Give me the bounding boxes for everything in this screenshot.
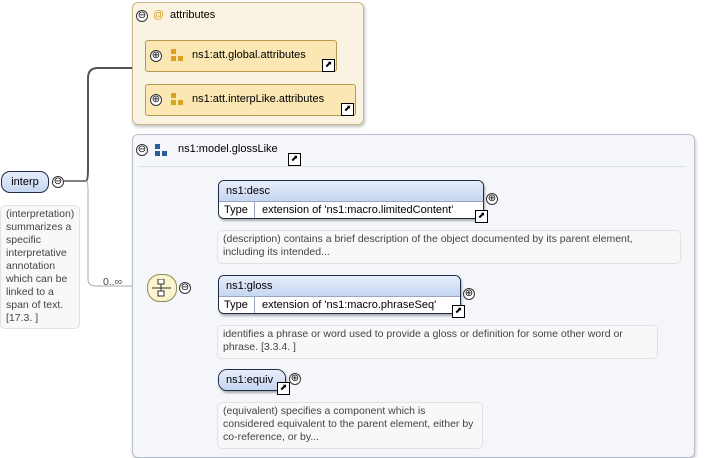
collapse-icon[interactable]: ⊖	[136, 10, 148, 22]
type-key: Type	[219, 202, 255, 218]
link-icon[interactable]: ⬈	[452, 305, 465, 318]
element-equiv[interactable]: ns1:equiv	[218, 369, 286, 391]
collapse-icon[interactable]: ⊖	[136, 144, 148, 156]
attribute-group-icon	[171, 93, 183, 105]
element-description: (description) contains a brief descripti…	[217, 230, 681, 264]
attribute-group-icon	[171, 49, 183, 61]
element-name: ns1:gloss	[219, 276, 460, 296]
root-element-interp[interactable]: interp	[1, 171, 49, 193]
sequence-icon	[152, 279, 171, 297]
model-group-divider	[138, 166, 686, 167]
attributes-group-label: attributes	[170, 9, 216, 21]
type-value: extension of 'ns1:macro.phraseSeq'	[262, 299, 437, 311]
link-icon[interactable]: ⬈	[475, 210, 488, 223]
attribute-group-ref[interactable]: ⊕ ns1:att.interpLike.attributes ⬈	[145, 84, 356, 116]
attribute-group-label: ns1:att.interpLike.attributes	[192, 93, 325, 105]
element-desc[interactable]: ns1:desc Type extension of 'ns1:macro.lim…	[218, 180, 484, 219]
model-group-icon	[155, 144, 167, 156]
expand-icon[interactable]: ⊕	[150, 50, 162, 62]
link-icon[interactable]: ⬈	[322, 59, 335, 72]
element-gloss[interactable]: ns1:gloss Type extension of 'ns1:macro.ph…	[218, 275, 461, 314]
attribute-group-label: ns1:att.global.attributes	[192, 49, 306, 61]
element-name: ns1:desc	[219, 181, 483, 201]
attribute-group-ref[interactable]: ⊕ ns1:att.global.attributes ⬈	[145, 40, 337, 72]
root-description-text: (interpretation) summarizes a specific i…	[6, 208, 75, 324]
at-icon: @	[153, 9, 165, 21]
type-value: extension of 'ns1:macro.limitedContent'	[262, 204, 454, 216]
collapse-icon[interactable]: ⊖	[179, 282, 191, 294]
element-description-text: identifies a phrase or word used to prov…	[223, 328, 623, 353]
root-description: (interpretation) summarizes a specific i…	[0, 205, 80, 329]
model-group-label: ns1:model.glossLike	[178, 143, 278, 155]
collapse-icon[interactable]: ⊖	[52, 176, 64, 188]
element-type-row: Type extension of 'ns1:macro.phraseSeq'	[219, 296, 460, 313]
element-type-row: Type extension of 'ns1:macro.limitedConte…	[219, 201, 483, 218]
link-icon[interactable]: ⬈	[288, 153, 301, 166]
element-name: ns1:equiv	[219, 370, 285, 390]
type-key: Type	[219, 297, 255, 313]
element-description: identifies a phrase or word used to prov…	[217, 325, 658, 359]
expand-icon[interactable]: ⊕	[463, 288, 475, 300]
link-icon[interactable]: ⬈	[277, 382, 290, 395]
expand-icon[interactable]: ⊕	[150, 94, 162, 106]
link-icon[interactable]: ⬈	[341, 103, 354, 116]
element-description-text: (description) contains a brief descripti…	[223, 233, 633, 258]
expand-icon[interactable]: ⊕	[289, 373, 301, 385]
cardinality-label: 0..∞	[103, 276, 123, 288]
expand-icon[interactable]: ⊕	[486, 193, 498, 205]
root-element-label: interp	[11, 176, 39, 188]
element-description: (equivalent) specifies a component which…	[217, 402, 483, 449]
sequence-compositor[interactable]	[147, 274, 177, 302]
element-description-text: (equivalent) specifies a component which…	[223, 405, 474, 443]
